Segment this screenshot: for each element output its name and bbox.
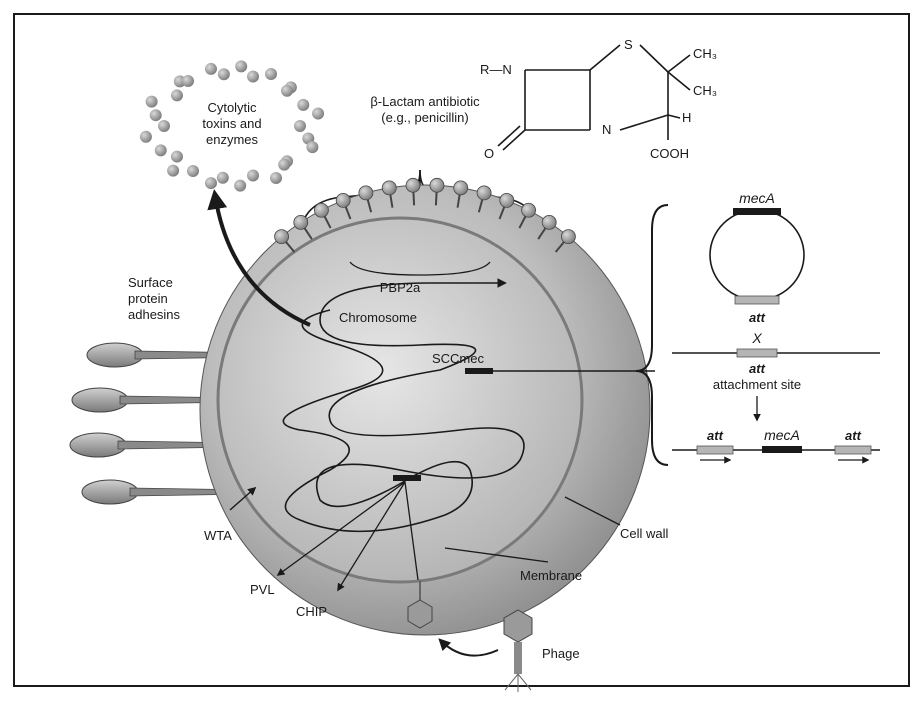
r-group-label: R—N (480, 62, 512, 77)
sulfur-label: S (624, 37, 633, 52)
hydrogen-label: H (682, 110, 691, 125)
sccmec-label: SCCmec (432, 351, 485, 366)
toxins-label-line-2: toxins and (202, 116, 261, 131)
plasmid-mecA-label: mecA (739, 190, 775, 206)
mecA-plasmid (710, 208, 804, 304)
pbp2a-protein (359, 186, 373, 200)
methyl-1-label: CH₃ (693, 46, 717, 61)
phage-free (504, 610, 532, 692)
pbp2a-protein (561, 230, 575, 244)
antibiotic-label-line-1: β-Lactam antibiotic (370, 94, 480, 109)
toxin-molecule (171, 89, 183, 101)
pbp2a-label: PBP2a (380, 280, 421, 295)
toxins-label-line-1: Cytolytic (207, 100, 257, 115)
pbp2a-protein (314, 203, 328, 217)
chromosome-label: Chromosome (339, 310, 417, 325)
toxin-molecule (150, 109, 162, 121)
toxin-molecule (217, 172, 229, 184)
toxin-molecule (270, 172, 282, 184)
toxin-molecule (140, 131, 152, 143)
phage-infection-arrow (440, 640, 498, 656)
toxin-molecule (234, 180, 246, 192)
result-att-right-label: att (845, 428, 862, 443)
toxins-label-line-3: enzymes (206, 132, 259, 147)
wta-label: WTA (204, 528, 232, 543)
pbp2a-protein (382, 181, 396, 195)
att-site-chromosome (737, 349, 777, 357)
toxin-molecule (158, 120, 170, 132)
toxin-molecule (281, 85, 293, 97)
toxin-molecule (235, 60, 247, 72)
toxin-molecule (297, 99, 309, 111)
plasmid-att-label: att (749, 310, 766, 325)
methyl-2-label: CH₃ (693, 83, 717, 98)
toxin-molecule (155, 144, 167, 156)
att-right-result (835, 446, 871, 454)
toxin-molecule (187, 165, 199, 177)
toxin-molecule (205, 177, 217, 189)
pbp2a-protein (542, 215, 556, 229)
recombination-cross: X (751, 330, 762, 346)
cell-wall-label: Cell wall (620, 526, 669, 541)
adhesins-label-line-1: Surface (128, 275, 173, 290)
pbp2a-protein (522, 203, 536, 217)
pbp2a-protein (294, 215, 308, 229)
toxin-molecule (294, 120, 306, 132)
membrane-label: Membrane (520, 568, 582, 583)
penicillin-structure (498, 45, 690, 150)
sccmec-element (465, 368, 493, 374)
toxin-molecule (278, 159, 290, 171)
mecA-gene-plasmid (733, 208, 781, 215)
toxin-molecule (306, 141, 318, 153)
toxin-molecule (265, 68, 277, 80)
chromosome-att-label: att (749, 361, 766, 376)
pbp2a-protein (406, 178, 420, 192)
toxin-molecule (312, 108, 324, 120)
chip-label: CHIP (296, 604, 327, 619)
toxin-molecule (247, 169, 259, 181)
result-att-left-label: att (707, 428, 724, 443)
antibiotic-label-line-2: (e.g., penicillin) (381, 110, 468, 125)
toxin-molecule (218, 68, 230, 80)
adhesins-label-line-2: protein (128, 291, 168, 306)
ring-nitrogen-label: N (602, 122, 611, 137)
toxin-molecule (171, 151, 183, 163)
att-site-plasmid (735, 296, 779, 304)
phage-label: Phage (542, 646, 580, 661)
result-mecA-label: mecA (764, 427, 800, 443)
mecA-gene-result (762, 446, 802, 453)
pbp2a-protein (275, 230, 289, 244)
toxin-molecule (205, 63, 217, 75)
pvl-label: PVL (250, 582, 275, 597)
carboxyl-label: COOH (650, 146, 689, 161)
attachment-site-label: attachment site (713, 377, 801, 392)
prophage-element (393, 475, 421, 481)
toxin-molecule (167, 165, 179, 177)
toxin-molecule (247, 71, 259, 83)
pbp2a-protein (430, 178, 444, 192)
pbp2a-protein (477, 186, 491, 200)
toxin-molecule (182, 75, 194, 87)
att-left-result (697, 446, 733, 454)
pbp2a-protein (336, 193, 350, 207)
adhesins-label-line-3: adhesins (128, 307, 181, 322)
carbonyl-oxygen-label: O (484, 146, 494, 161)
toxin-molecule (146, 96, 158, 108)
pbp2a-protein (500, 193, 514, 207)
pbp2a-protein (454, 181, 468, 195)
